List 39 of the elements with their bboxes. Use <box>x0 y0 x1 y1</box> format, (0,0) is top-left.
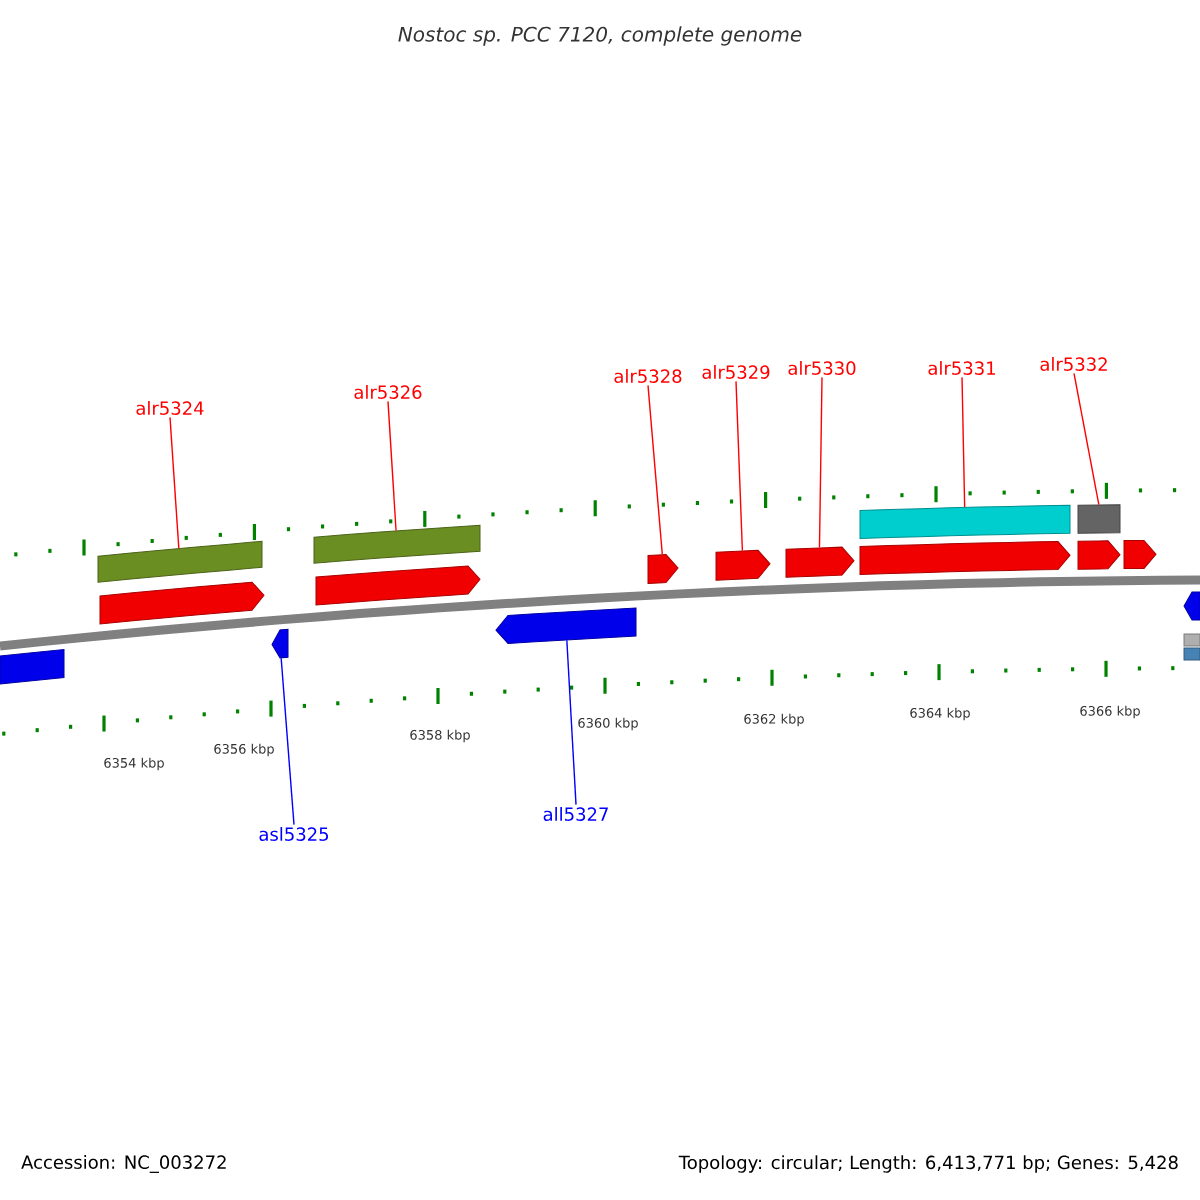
leader-line <box>387 400 397 532</box>
leader-line <box>280 657 295 826</box>
gene-bar <box>0 648 65 685</box>
leader-line <box>169 416 180 549</box>
gene-block <box>785 546 855 578</box>
gene-bar <box>97 540 263 583</box>
gene-block <box>647 554 679 584</box>
genome-info-text: Topology: circular; Length: 6,413,771 bp; Genes: 5,428 <box>678 1155 1178 1173</box>
gene-bar <box>859 504 1071 539</box>
gene-label: alr5329 <box>702 365 770 379</box>
gene-block <box>859 541 1071 575</box>
gene-block <box>495 607 637 644</box>
leader-line <box>961 376 966 508</box>
gene-block <box>99 581 265 625</box>
accession-text: Accession: NC_003272 <box>21 1155 226 1173</box>
gene-block <box>315 565 481 606</box>
gene-block <box>715 549 771 581</box>
gene-block <box>1123 539 1157 570</box>
gene-label: alr5331 <box>928 361 995 375</box>
gene-block <box>271 628 289 659</box>
gene-label: alr5326 <box>354 385 422 399</box>
gene-block <box>1183 591 1200 621</box>
title: Nostoc sp. PCC 7120, complete genome <box>398 26 802 46</box>
gene-bar <box>1077 504 1121 534</box>
leader-line <box>735 380 744 552</box>
gene-label: alr5328 <box>614 369 682 383</box>
leader-line <box>566 639 577 806</box>
gene-block <box>1077 540 1121 570</box>
leader-line <box>1073 372 1100 506</box>
gene-label: alr5324 <box>136 401 204 415</box>
gene-bar <box>1183 633 1200 647</box>
leader-line <box>818 376 823 549</box>
gene-label: asl5325 <box>259 827 329 841</box>
gene-label: alr5332 <box>1040 357 1107 371</box>
gene-bar <box>1183 647 1200 661</box>
gene-bar <box>313 524 481 564</box>
gene-label: all5327 <box>543 807 608 821</box>
gene-label: alr5330 <box>788 361 856 375</box>
leader-line <box>647 384 663 556</box>
